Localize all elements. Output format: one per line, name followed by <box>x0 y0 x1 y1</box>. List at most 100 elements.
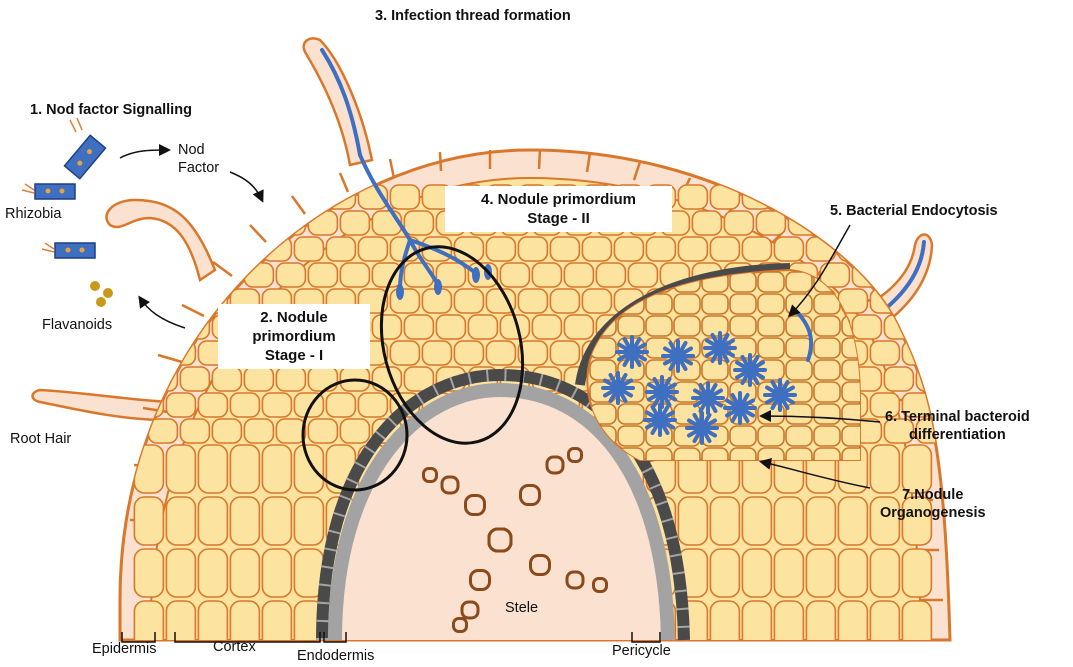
xylem-vessel <box>489 529 511 551</box>
cell <box>774 237 803 261</box>
cell <box>674 294 700 314</box>
cell <box>628 263 657 287</box>
cell <box>166 393 195 417</box>
cell <box>838 601 867 649</box>
cell <box>198 185 227 209</box>
cell <box>276 419 305 443</box>
step-3-label: 3. Infection thread formation <box>375 8 571 24</box>
cell <box>134 341 163 365</box>
cell <box>340 211 369 235</box>
rhizobia-label: Rhizobia <box>5 206 61 222</box>
cell <box>678 237 707 261</box>
cell <box>806 601 835 649</box>
root-hair-left-lower <box>33 390 171 420</box>
step-7-label: 7.Nodule Organogenesis <box>880 486 986 522</box>
cell <box>902 549 931 597</box>
cell <box>180 367 209 391</box>
cell <box>486 237 515 261</box>
cell <box>730 294 756 314</box>
cell <box>454 341 483 365</box>
cell <box>454 289 483 313</box>
cell <box>308 211 337 235</box>
xylem-vessel <box>454 619 467 632</box>
cell <box>788 211 817 235</box>
cell <box>774 549 803 597</box>
cell <box>756 211 785 235</box>
cell <box>758 294 784 314</box>
cell <box>532 315 561 339</box>
step-5-label: 5. Bacterial Endocytosis <box>830 203 998 219</box>
cell <box>166 497 195 545</box>
cell <box>582 289 611 313</box>
cell <box>786 404 812 424</box>
cell <box>340 263 369 287</box>
cell <box>596 263 625 287</box>
cell <box>646 316 672 336</box>
cell <box>710 237 739 261</box>
cell <box>390 185 419 209</box>
cell <box>262 497 291 545</box>
cell <box>870 601 899 649</box>
cell <box>308 263 337 287</box>
cell <box>262 549 291 597</box>
cell <box>814 338 840 358</box>
cell <box>806 497 835 545</box>
cell <box>618 316 644 336</box>
cell <box>468 315 497 339</box>
cell <box>564 263 593 287</box>
cell <box>244 211 273 235</box>
flavanoids-label: Flavanoids <box>42 317 112 333</box>
root-hair-top <box>304 38 372 165</box>
cell <box>372 367 401 391</box>
flavanoid-dots <box>90 281 113 307</box>
step-4-label: 4. Nodule primordium Stage - II <box>451 190 666 228</box>
cell <box>870 341 899 365</box>
cell <box>646 237 675 261</box>
cell <box>902 341 931 365</box>
cell <box>276 211 305 235</box>
cell <box>404 211 433 235</box>
step-6-label: 6. Terminal bacteroid differentiation <box>885 408 1030 444</box>
step-2-label: 2. Nodule primordium Stage - I <box>224 308 364 365</box>
cell <box>372 263 401 287</box>
cell <box>814 316 840 336</box>
cell <box>358 237 387 261</box>
cell <box>180 419 209 443</box>
cell <box>838 497 867 545</box>
cell <box>518 289 547 313</box>
cell <box>134 497 163 545</box>
cell <box>358 393 387 417</box>
cell <box>340 419 369 443</box>
cell <box>550 289 579 313</box>
cell <box>742 601 771 649</box>
cell <box>730 426 756 446</box>
cell <box>532 263 561 287</box>
cell <box>390 341 419 365</box>
xylem-vessel <box>471 571 490 590</box>
cell <box>742 237 771 261</box>
cell <box>786 294 812 314</box>
xylem-vessel <box>531 556 550 575</box>
cell <box>276 367 305 391</box>
cell <box>326 393 355 417</box>
cell <box>230 393 259 417</box>
cell <box>422 341 451 365</box>
cell <box>262 445 291 493</box>
cell <box>212 419 241 443</box>
cell <box>710 601 739 649</box>
cell <box>730 316 756 336</box>
cell <box>198 445 227 493</box>
cell <box>230 445 259 493</box>
cell <box>404 315 433 339</box>
cell <box>786 360 812 380</box>
xylem-vessel <box>547 457 563 473</box>
cell <box>710 549 739 597</box>
cell <box>390 289 419 313</box>
cell <box>134 549 163 597</box>
cell <box>852 315 881 339</box>
cell <box>550 237 579 261</box>
cell <box>852 263 881 287</box>
cell <box>294 497 323 545</box>
cortex-label: Cortex <box>213 639 256 655</box>
cell <box>212 211 241 235</box>
